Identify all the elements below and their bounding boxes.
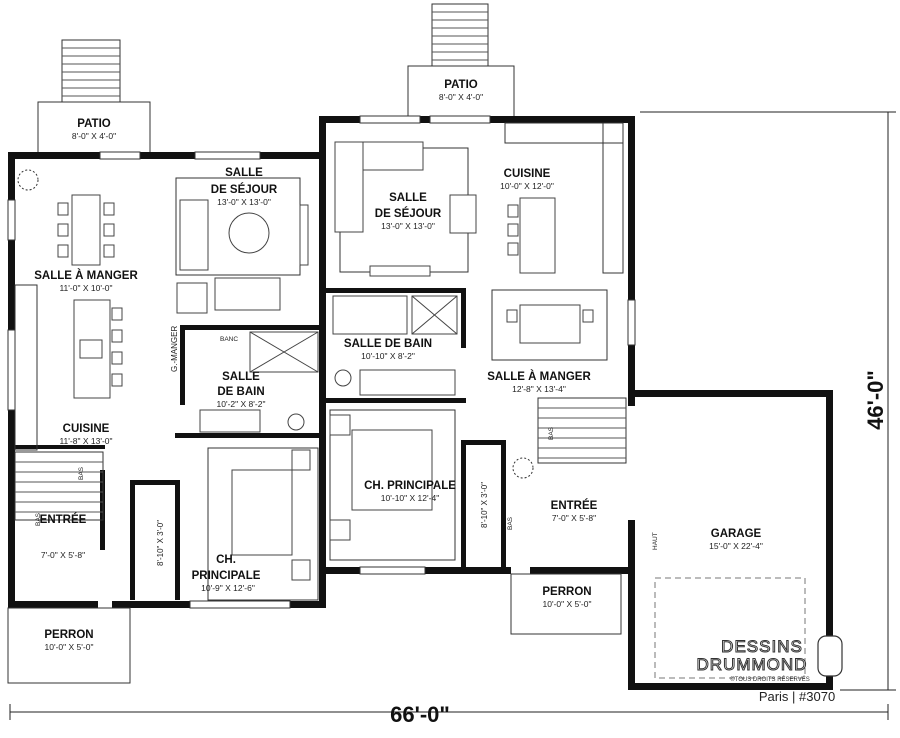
left-closet-size: 8'-10" X 3'-0": [156, 520, 165, 566]
left-dining-label: SALLE À MANGER: [34, 269, 138, 282]
right-dining-size: 12'-8" X 13'-4": [512, 384, 566, 394]
left-dining-size: 11'-0" X 10'-0": [59, 283, 112, 293]
right-entry-stairs: [537, 397, 627, 464]
left-living-furniture: [175, 177, 309, 314]
right-plant: [512, 457, 534, 479]
overall-depth: 46'-0": [863, 370, 888, 430]
right-living-label-2: DE SÉJOUR: [375, 207, 442, 220]
right-porch: [510, 573, 622, 635]
right-kitchen: [504, 122, 624, 274]
left-bench-label: BANC: [220, 336, 238, 343]
left-dining-table: [57, 194, 115, 266]
left-bedroom-label-2: PRINCIPALE: [192, 570, 261, 582]
left-kitchen-counters: [14, 284, 123, 451]
left-entry-stairs: [14, 451, 104, 521]
left-unit: [7, 39, 326, 684]
left-patio-size: 8'-0" X 4'-0": [72, 131, 116, 141]
left-patio-stairs: [37, 39, 151, 155]
right-bedroom-size: 10'-10" X 12'-4": [381, 493, 439, 503]
right-porch-size: 10'-0" X 5'-0": [543, 599, 592, 609]
left-pantry-label: G.-MANGER: [170, 326, 179, 372]
right-down-label-1: BAS: [548, 426, 555, 440]
left-bedroom-furniture: [207, 447, 319, 601]
left-living-size: 13'-0" X 13'-0": [217, 197, 271, 207]
right-bath-label: SALLE DE BAIN: [344, 338, 432, 350]
brand-logo: DESSINS DRUMMOND ©TOUS DROITS RÉSERVÉS P…: [696, 635, 843, 704]
brand-name-1: DESSINS: [721, 637, 803, 656]
right-living-label-1: SALLE: [389, 192, 427, 204]
garage-label: GARAGE: [711, 528, 762, 540]
left-bath-label-1: SALLE: [222, 371, 260, 383]
left-porch: [7, 607, 131, 684]
right-living-size: 13'-0" X 13'-0": [381, 221, 435, 231]
left-entry-size: 7'-0" X 5'-8": [41, 550, 85, 560]
right-down-label-2: BAS: [507, 516, 514, 530]
right-dining-table: [491, 289, 608, 361]
dimension-lines: [9, 111, 896, 720]
right-patio-stairs: [407, 3, 515, 119]
right-porch-label: PERRON: [542, 586, 591, 598]
right-kitchen-label: CUISINE: [504, 168, 551, 180]
right-patio-size: 8'-0" X 4'-0": [439, 92, 483, 102]
right-entry-size: 7'-0" X 5'-8": [552, 513, 596, 523]
brand-model: Paris | #3070: [759, 689, 835, 704]
left-down-label-1: BAS: [78, 466, 85, 480]
right-bedroom-furniture: [329, 409, 456, 561]
right-bathroom-fixtures: [332, 295, 458, 396]
right-closet-size: 8'-10" X 3'-0": [480, 482, 489, 528]
left-kitchen-label: CUISINE: [63, 423, 110, 435]
right-patio-label: PATIO: [444, 79, 477, 91]
right-unit: [319, 3, 833, 690]
left-living-label-1: SALLE: [225, 167, 263, 179]
right-entry-label: ENTRÉE: [551, 499, 598, 512]
right-bedroom-label: CH. PRINCIPALE: [364, 480, 456, 492]
right-up-label: HAUT: [652, 532, 659, 550]
garage-size: 15'-0" X 22'-4": [709, 541, 763, 551]
left-bathroom-fixtures: [199, 331, 319, 433]
left-patio-label: PATIO: [77, 118, 110, 130]
right-living-furniture: [334, 141, 477, 277]
right-kitchen-size: 10'-0" X 12'-0": [500, 181, 554, 191]
left-plant: [17, 169, 39, 191]
left-entry-label: ENTRÉE: [40, 513, 87, 526]
left-porch-label: PERRON: [44, 629, 93, 641]
left-bath-label-2: DE BAIN: [217, 386, 264, 398]
left-bedroom-size: 10'-9" X 12'-6": [201, 583, 255, 593]
overall-width: 66'-0": [390, 702, 450, 727]
right-dining-label: SALLE À MANGER: [487, 370, 591, 383]
room-labels: PATIO 8'-0" X 4'-0" SALLE DE SÉJOUR 13'-…: [34, 79, 763, 652]
brand-rights: ©TOUS DROITS RÉSERVÉS: [730, 676, 810, 683]
left-down-label-2: BAS: [35, 512, 42, 526]
left-bedroom-label-1: CH.: [216, 554, 236, 566]
brand-name-2: DRUMMOND: [697, 655, 808, 674]
left-kitchen-size: 11'-8" X 13'-0": [59, 436, 112, 446]
right-bath-size: 10'-10" X 8'-2": [361, 351, 415, 361]
left-bath-size: 10'-2" X 8'-2": [217, 399, 266, 409]
left-living-label-2: DE SÉJOUR: [211, 183, 278, 196]
left-porch-size: 10'-0" X 5'-0": [45, 642, 94, 652]
